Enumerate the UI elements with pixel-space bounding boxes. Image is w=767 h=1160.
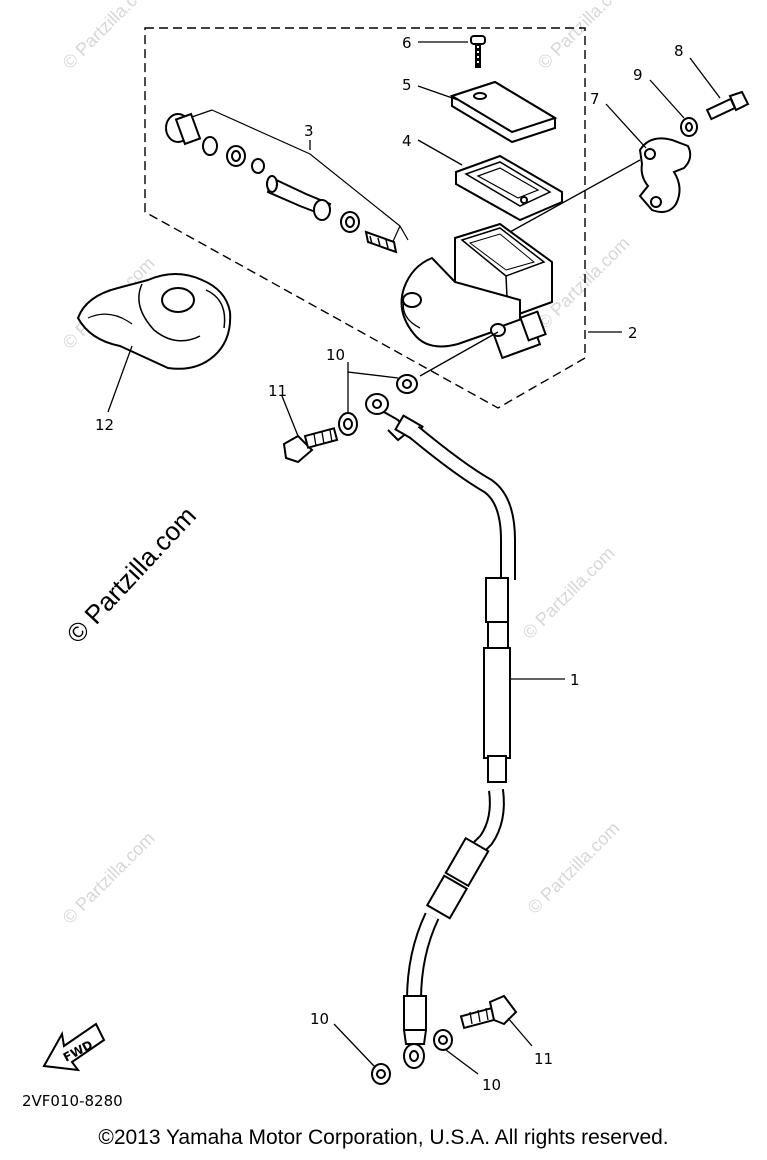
- callout-10: 10: [326, 346, 345, 364]
- callout-11: 11: [534, 1050, 553, 1068]
- watermark: © Partzilla.com: [534, 0, 634, 73]
- reservoir-cap-part-5: [449, 80, 558, 144]
- callout-6: 6: [402, 34, 412, 52]
- washer-part-10-middle: [338, 412, 358, 436]
- callout-2: 2: [628, 324, 638, 342]
- bolt-part-11-lower: [459, 994, 518, 1030]
- assembly-dashed-outline: [144, 27, 586, 409]
- callout-9: 9: [633, 66, 643, 84]
- washer-part-10-upper: [396, 374, 418, 394]
- holder-part-7: [638, 137, 692, 213]
- piston-kit-part-3: [165, 109, 409, 254]
- diaphragm-part-4: [455, 154, 563, 222]
- bolt-part-8: [705, 90, 750, 121]
- leader-line: [509, 159, 641, 233]
- callout-5: 5: [402, 76, 412, 94]
- screw-part-6: [470, 35, 486, 68]
- brake-hose-part-1: [365, 393, 516, 1069]
- bolt-part-11-upper: [282, 427, 339, 464]
- diagram-code: 2VF010-8280: [22, 1092, 123, 1110]
- callout-1: 1: [570, 671, 580, 689]
- callout-10: 10: [482, 1076, 501, 1094]
- leader-line: [419, 331, 499, 377]
- callout-8: 8: [674, 42, 684, 60]
- leader-line: [507, 1017, 533, 1047]
- leader-line: [333, 1023, 375, 1067]
- leader-line: [445, 1049, 479, 1075]
- callout-11: 11: [268, 382, 287, 400]
- watermark: © Partzilla.com: [519, 543, 619, 643]
- washer-part-10-lower-right: [433, 1029, 453, 1051]
- leader-line: [605, 103, 647, 149]
- leader-line: [417, 85, 459, 101]
- lever-boot-part-12: [76, 273, 232, 370]
- watermark: © Partzilla.com: [59, 828, 159, 928]
- washer-part-10-lower-left: [371, 1063, 391, 1085]
- leader-line: [689, 57, 721, 99]
- watermark: © Partzilla.com: [524, 818, 624, 918]
- leader-line: [281, 395, 299, 437]
- leader-line: [417, 139, 463, 166]
- leader-line: [649, 79, 685, 119]
- watermark: © Partzilla.com: [59, 0, 159, 73]
- master-cylinder-body: [400, 222, 553, 360]
- leader-line: [107, 345, 133, 413]
- copyright-notice: ©2013 Yamaha Motor Corporation, U.S.A. A…: [98, 1126, 669, 1149]
- callout-12: 12: [95, 416, 114, 434]
- leader-line: [347, 362, 399, 379]
- fwd-arrow-icon: FWD: [42, 1022, 106, 1072]
- washer-part-9: [680, 117, 698, 137]
- callout-10: 10: [310, 1010, 329, 1028]
- callout-4: 4: [402, 132, 412, 150]
- callout-3: 3: [304, 122, 314, 140]
- watermark-large: © Partzilla.com: [60, 500, 201, 649]
- callout-7: 7: [590, 90, 600, 108]
